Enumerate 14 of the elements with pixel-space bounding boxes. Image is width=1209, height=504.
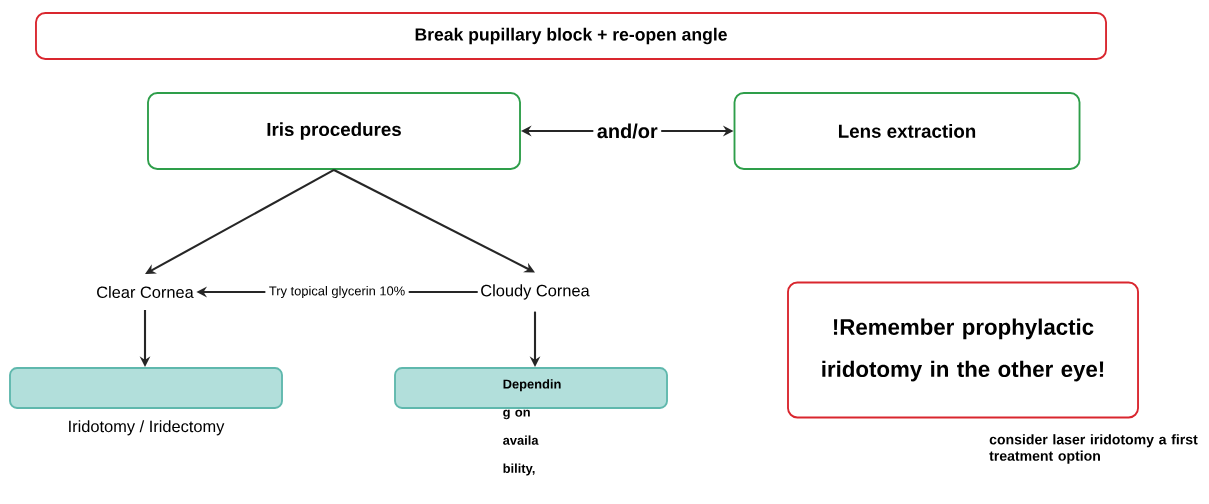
node-label: g on availa bility, (503, 409, 539, 476)
node-label: Iridotomy / Iridectomy (69, 420, 225, 436)
treatment-box: Iridotomy / Iridectomy (9, 367, 283, 436)
procedure-box: Iris procedures (147, 92, 521, 170)
treatment-box: Dependin g on availa bility, (394, 367, 668, 476)
edge-label: Try topical glycerin 10% (265, 282, 409, 302)
condition-label: Cloudy Cornea (481, 284, 590, 300)
reminder-box: !Remember prophylactic iridotomy in the other eye! (787, 281, 1139, 419)
condition-label: Clear Cornea (97, 286, 194, 299)
note-text: consider laser iridotomy a first treatment option (989, 434, 1198, 464)
procedure-box: Lens extraction (733, 92, 1081, 170)
arrow (333, 169, 535, 273)
edge-label: and/or (593, 120, 662, 142)
goal-box: Break pupillary block + re-open angle (35, 12, 1107, 60)
